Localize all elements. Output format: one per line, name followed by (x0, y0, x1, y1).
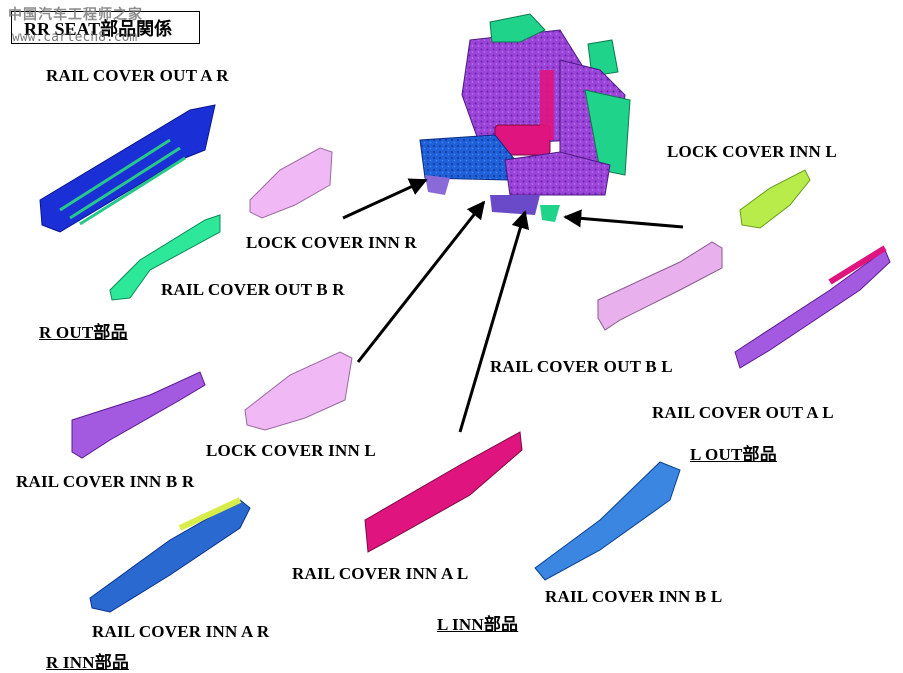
part-rail-cover-inn-a-r (89, 497, 251, 613)
page-title: RR SEAT部品関係 (24, 19, 173, 39)
label-rail-cover-inn-b-r: RAIL COVER INN B R (16, 472, 195, 491)
label-group-r-inn: R INN部品 (46, 653, 130, 672)
watermark-url: www.cartech8.com (12, 30, 138, 45)
label-rail-cover-out-a-l: RAIL COVER OUT A L (652, 403, 834, 422)
part-rail-cover-out-a-l (734, 245, 891, 369)
part-rail-cover-out-b-l (597, 241, 723, 331)
label-rail-cover-out-a-r: RAIL COVER OUT A R (46, 66, 229, 85)
part-rail-cover-inn-b-l (534, 461, 681, 581)
label-lock-cover-inn-r: LOCK COVER INN R (246, 233, 417, 252)
seat-cushion-left (419, 134, 516, 181)
headrest-right (587, 39, 619, 77)
seat-side-green (584, 89, 631, 176)
headrest-left (489, 13, 546, 43)
label-rail-cover-inn-a-l: RAIL COVER INN A L (292, 564, 469, 583)
seat-rail-parts-mid (490, 195, 540, 215)
part-rail-cover-inn-a-l (364, 431, 523, 553)
arrow-lock-cover-inn-l (356, 200, 486, 363)
part-lock-cover-inn-r (249, 147, 333, 219)
rear-seat-assembly (419, 13, 631, 222)
part-lock-cover-inn-l (244, 351, 353, 431)
label-rail-cover-inn-a-r: RAIL COVER INN A R (92, 622, 270, 641)
seat-rail-parts (425, 175, 450, 195)
label-rail-cover-out-b-r: RAIL COVER OUT B R (161, 280, 345, 299)
part-rail-cover-out-a-r (39, 104, 216, 233)
part-rail-cover-out-b-r (109, 214, 221, 301)
seat-cushion-right (504, 151, 611, 196)
arrow-lock-cover-inn-l-top (563, 209, 684, 229)
label-group-l-out: L OUT部品 (690, 445, 777, 464)
label-group-r-out: R OUT部品 (39, 323, 128, 342)
label-lock-cover-inn-l-top: LOCK COVER INN L (667, 142, 837, 161)
label-lock-cover-inn-l: LOCK COVER INN L (206, 441, 376, 460)
title-box (11, 11, 200, 44)
part-rail-cover-inn-b-r (71, 371, 206, 459)
label-rail-cover-inn-b-l: RAIL COVER INN B L (545, 587, 723, 606)
arrow-rail-cover-inn-a-l (458, 210, 530, 433)
pointer-arrows (342, 178, 684, 433)
seat-rail-parts-right (540, 205, 560, 222)
armrest-strip (540, 70, 554, 140)
arrow-lock-cover-inn-r (342, 178, 428, 220)
part-lock-cover-inn-l-top (739, 169, 811, 229)
label-group-l-inn: L INN部品 (437, 615, 519, 634)
watermark-text: 中国汽车工程师之家 (8, 8, 143, 23)
label-rail-cover-out-b-l: RAIL COVER OUT B L (490, 357, 673, 376)
